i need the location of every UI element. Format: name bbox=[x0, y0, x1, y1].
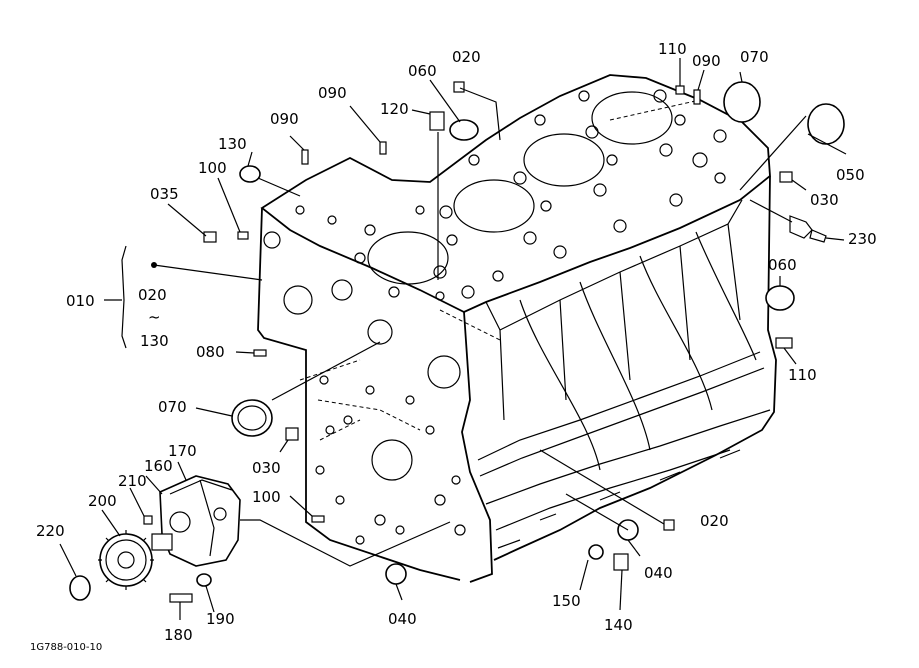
label-190: 190 bbox=[206, 610, 235, 628]
label-030-left: 030 bbox=[252, 459, 281, 477]
label-130-range: 130 bbox=[140, 332, 169, 350]
label-080: 080 bbox=[196, 343, 225, 361]
label-035: 035 bbox=[150, 185, 179, 203]
label-050: 050 bbox=[836, 166, 865, 184]
label-220: 220 bbox=[36, 522, 65, 540]
cylinder-block bbox=[257, 74, 777, 583]
parts bbox=[69, 81, 845, 603]
label-110-right: 110 bbox=[788, 366, 817, 384]
label-140: 140 bbox=[604, 616, 633, 634]
gear-200 bbox=[98, 530, 154, 590]
label-200: 200 bbox=[88, 492, 117, 510]
label-020-top: 020 bbox=[452, 48, 481, 66]
label-060-top: 060 bbox=[408, 62, 437, 80]
label-060-right: 060 bbox=[768, 256, 797, 274]
oil-pump bbox=[151, 475, 241, 567]
label-170: 170 bbox=[168, 442, 197, 460]
callout-labels: 010 020 ~ 130 035 100 130 090 090 120 06… bbox=[36, 40, 877, 644]
label-120: 120 bbox=[380, 100, 409, 118]
label-070-top: 070 bbox=[740, 48, 769, 66]
label-030-right: 030 bbox=[810, 191, 839, 209]
label-150: 150 bbox=[552, 592, 581, 610]
label-020-bottom: 020 bbox=[700, 512, 729, 530]
label-160: 160 bbox=[144, 457, 173, 475]
label-180: 180 bbox=[164, 626, 193, 644]
label-040-bottom: 040 bbox=[388, 610, 417, 628]
label-090-mid: 090 bbox=[318, 84, 347, 102]
label-010: 010 bbox=[66, 292, 95, 310]
label-110-top: 110 bbox=[658, 40, 687, 58]
label-210: 210 bbox=[118, 472, 147, 490]
label-070-left: 070 bbox=[158, 398, 187, 416]
label-090-left: 090 bbox=[270, 110, 299, 128]
diagram-caption: 1G788-010-10 bbox=[30, 642, 102, 653]
label-020-range: 020 bbox=[138, 286, 167, 304]
label-100-bottom: 100 bbox=[252, 488, 281, 506]
label-tilde: ~ bbox=[148, 308, 161, 326]
leader-lines bbox=[59, 58, 847, 620]
label-100-top: 100 bbox=[198, 159, 227, 177]
label-040-right: 040 bbox=[644, 564, 673, 582]
label-130-top: 130 bbox=[218, 135, 247, 153]
label-090-right: 090 bbox=[692, 52, 721, 70]
label-230: 230 bbox=[848, 230, 877, 248]
